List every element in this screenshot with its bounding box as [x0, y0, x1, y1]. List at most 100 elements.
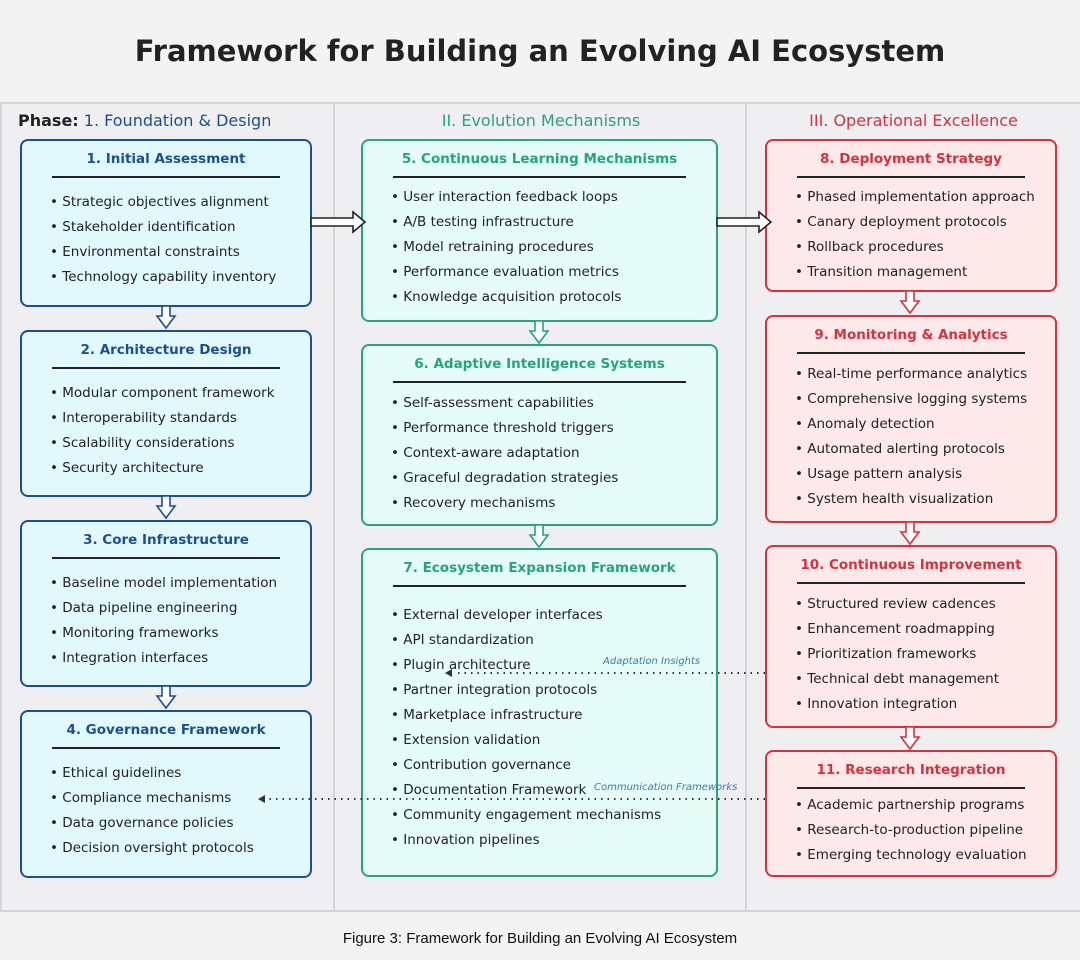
phase-1-label: 1. Foundation & Design: [83, 111, 272, 130]
list-item-text: Technology capability inventory: [62, 269, 277, 285]
title-divider: [52, 176, 280, 178]
list-item-text: Strategic objectives alignment: [62, 194, 269, 210]
list-item: • Innovation pipelines: [391, 832, 540, 848]
step-items: • Phased implementation approach• Canary…: [795, 186, 1035, 286]
list-item: • Integration interfaces: [50, 650, 209, 666]
list-item-text: Graceful degradation strategies: [403, 470, 619, 486]
title-divider: [52, 557, 280, 559]
step-items: • Ethical guidelines• Compliance mechani…: [50, 762, 254, 862]
list-item: • Enhancement roadmapping: [795, 621, 995, 637]
title-divider: [797, 582, 1025, 584]
title-divider: [797, 352, 1025, 354]
list-item-text: Structured review cadences: [807, 596, 996, 612]
list-item-text: Security architecture: [62, 460, 204, 476]
list-item: • Knowledge acquisition protocols: [391, 289, 622, 305]
step-title: 1. Initial Assessment: [86, 151, 246, 167]
list-item-text: Automated alerting protocols: [807, 441, 1005, 457]
list-item: • Baseline model implementation: [50, 575, 278, 591]
step-items: • External developer interfaces• API sta…: [391, 604, 661, 854]
down-arrows-red: [899, 290, 921, 751]
list-item-text: User interaction feedback loops: [403, 189, 618, 205]
step-box-1: 1. Initial Assessment • Strategic objecti…: [20, 139, 312, 307]
step-title: 2. Architecture Design: [80, 342, 252, 358]
step-items: • Academic partnership programs• Researc…: [795, 794, 1027, 869]
step-title: 3. Core Infrastructure: [83, 532, 249, 548]
list-item-text: Prioritization frameworks: [807, 646, 977, 662]
step-items: • Baseline model implementation• Data pi…: [50, 572, 277, 672]
step-items: • Real-time performance analytics• Compr…: [795, 363, 1027, 513]
list-item: • Ethical guidelines: [50, 765, 182, 781]
list-item-text: Community engagement mechanisms: [403, 807, 662, 823]
title-divider: [393, 381, 686, 383]
list-item: • API standardization: [391, 632, 534, 648]
title-divider: [797, 176, 1025, 178]
list-item-text: Usage pattern analysis: [807, 466, 963, 482]
step-box-6: 6. Adaptive Intelligence Systems• Self-a…: [361, 344, 718, 526]
step-title: 8. Deployment Strategy: [820, 151, 1002, 167]
list-item: • Data governance policies: [50, 815, 234, 831]
list-item: • Emerging technology evaluation: [795, 847, 1027, 863]
list-item-text: Modular component framework: [62, 385, 275, 401]
list-item: • Contribution governance: [391, 757, 571, 773]
phase-2-heading: II. Evolution Mechanisms: [441, 111, 641, 130]
step-title: 9. Monitoring & Analytics: [814, 327, 1008, 343]
list-item: • Extension validation: [391, 732, 541, 748]
arrowhead-left-icon: [445, 669, 452, 677]
phase-prefix: Phase:: [18, 111, 79, 130]
step-items: • Modular component framework• Interoper…: [50, 382, 275, 482]
list-item-text: Knowledge acquisition protocols: [403, 289, 622, 305]
arrow-10-11: [899, 726, 921, 751]
list-item: • Decision oversight protocols: [50, 840, 254, 856]
list-item-text: Data pipeline engineering: [62, 600, 238, 616]
list-item: • Partner integration protocols: [391, 682, 598, 698]
list-item-text: Integration interfaces: [62, 650, 209, 666]
step-items: • Structured review cadences• Enhancemen…: [795, 593, 999, 718]
list-item: • Innovation integration: [795, 696, 958, 712]
list-item: • Research-to-production pipeline: [795, 822, 1024, 838]
step-title: 11. Research Integration: [816, 762, 1006, 778]
step-box-11: 11. Research Integration • Academic partn…: [765, 750, 1057, 877]
step-box-4: 4. Governance Framework• Ethical guideli…: [20, 710, 312, 878]
down-arrows-blue: [155, 305, 177, 710]
list-item-text: API standardization: [403, 632, 534, 648]
list-item-text: Extension validation: [403, 732, 541, 748]
list-item: • Phased implementation approach: [795, 189, 1035, 205]
arrow-9-10: [899, 521, 921, 546]
list-item-text: Contribution governance: [403, 757, 571, 773]
list-item-text: Comprehensive logging systems: [807, 391, 1028, 407]
list-item: • Transition management: [795, 264, 968, 280]
arrow-phase1-to-phase2: [310, 210, 367, 234]
list-item: • Security architecture: [50, 460, 204, 476]
title-divider: [393, 176, 686, 178]
list-item-text: Innovation integration: [807, 696, 958, 712]
list-item: • Usage pattern analysis: [795, 466, 963, 482]
title-divider: [797, 787, 1025, 789]
list-item-text: Anomaly detection: [807, 416, 935, 432]
list-item-text: Canary deployment protocols: [807, 214, 1007, 230]
list-item-text: Phased implementation approach: [807, 189, 1035, 205]
step-items: • Strategic objectives alignment• Stakeh…: [50, 191, 276, 291]
list-item: • Graceful degradation strategies: [391, 470, 619, 486]
list-item-text: Baseline model implementation: [62, 575, 278, 591]
list-item-text: Real-time performance analytics: [807, 366, 1028, 382]
list-item-text: Academic partnership programs: [807, 797, 1025, 813]
arrow-1-2: [155, 305, 177, 330]
list-item: • Monitoring frameworks: [50, 625, 219, 641]
list-item: • Documentation Framework: [391, 782, 587, 798]
list-item: • Rollback procedures: [795, 239, 944, 255]
list-item-text: Stakeholder identification: [62, 219, 236, 235]
step-title: 10. Continuous Improvement: [800, 557, 1022, 573]
list-item-text: Interoperability standards: [62, 410, 237, 426]
list-item-text: Technical debt management: [807, 671, 1000, 687]
list-item: • Self-assessment capabilities: [391, 395, 594, 411]
list-item: • Prioritization frameworks: [795, 646, 977, 662]
list-item-text: A/B testing infrastructure: [403, 214, 574, 230]
list-item-text: Recovery mechanisms: [403, 495, 556, 511]
step-box-7: 7. Ecosystem Expansion Framework• Extern…: [361, 548, 718, 877]
list-item: • Plugin architecture: [391, 657, 531, 673]
list-item-text: Innovation pipelines: [403, 832, 540, 848]
step-box-2: 2. Architecture Design • Modular componen…: [20, 330, 312, 497]
list-item-text: Enhancement roadmapping: [807, 621, 995, 637]
list-item-text: System health visualization: [807, 491, 994, 507]
